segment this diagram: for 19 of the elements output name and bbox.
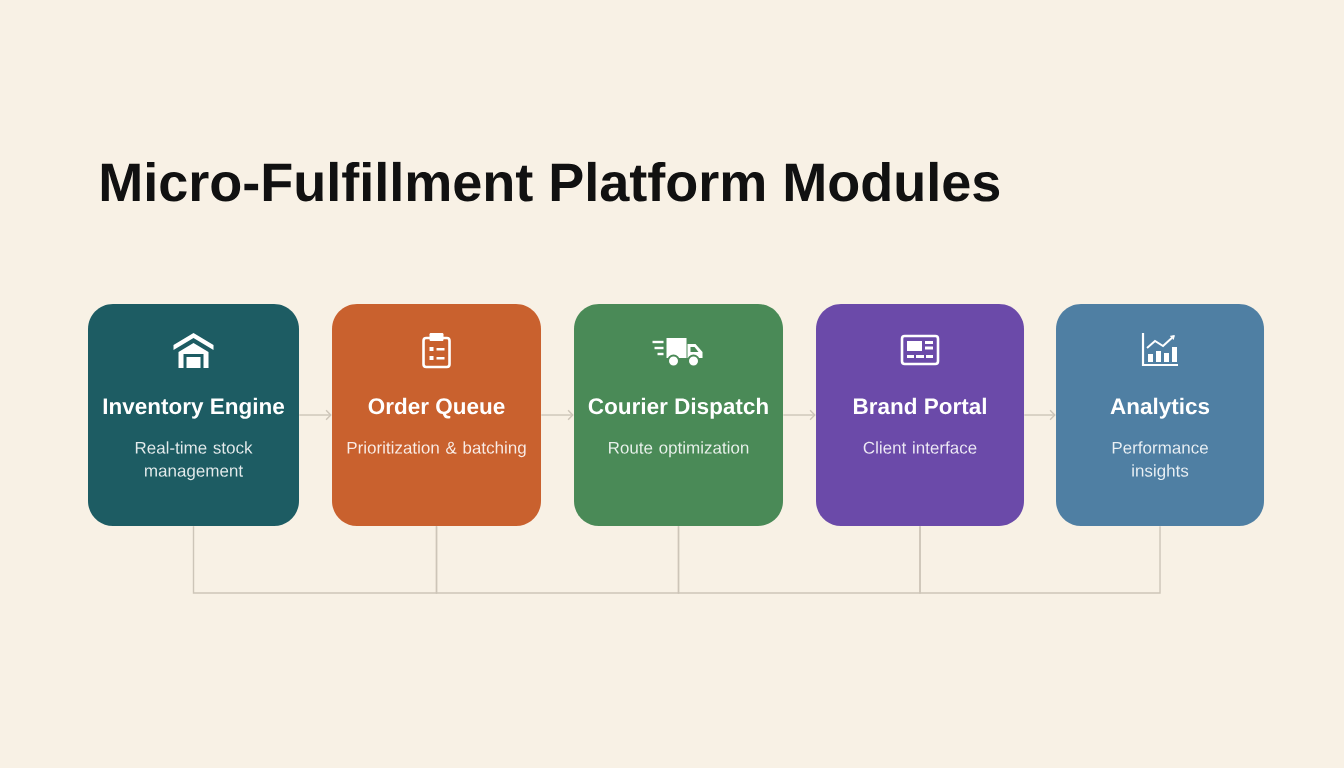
- connector-line: [919, 525, 1161, 594]
- arrow: [782, 409, 816, 421]
- module-description: Prioritization & batching: [347, 441, 526, 458]
- module-description: Route optimization: [609, 441, 749, 458]
- connector-line: [677, 525, 921, 594]
- connector-line: [192, 525, 438, 594]
- title: Micro-Fulfillment Platform Modules: [101, 161, 1000, 202]
- module-title: Analytics: [1110, 397, 1210, 419]
- module-description: Performance insights: [1112, 441, 1208, 481]
- module-title: Inventory Engine: [103, 397, 285, 419]
- module-title: Courier Dispatch: [588, 397, 768, 419]
- arrow: [298, 409, 332, 421]
- module-title: Order Queue: [368, 397, 505, 419]
- arrow: [1023, 409, 1056, 421]
- connector-line: [435, 525, 680, 594]
- module-title: Brand Portal: [854, 397, 986, 415]
- arrow: [540, 409, 574, 421]
- module-description: Real-time stock management: [135, 441, 253, 481]
- module-description: Client interface: [863, 441, 977, 454]
